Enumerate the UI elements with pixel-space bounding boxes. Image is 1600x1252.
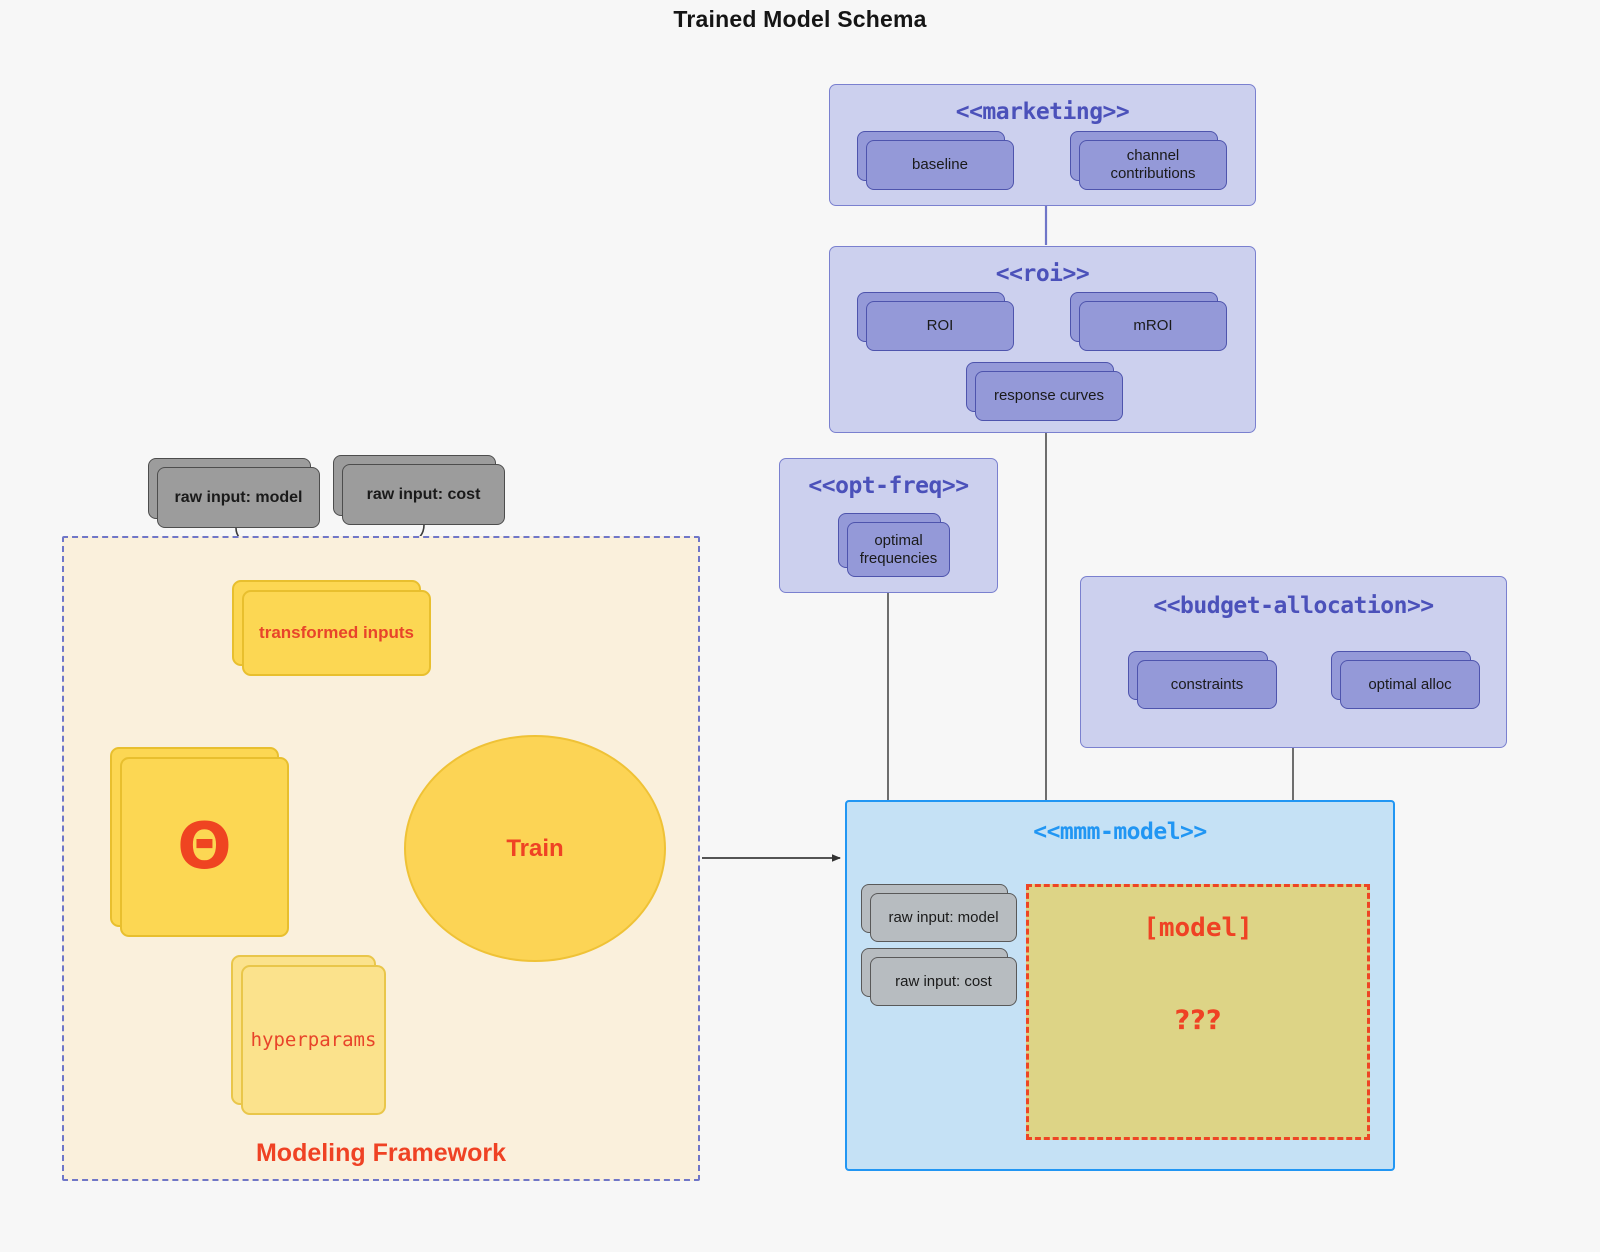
- mmm-raw-input-model[interactable]: raw input: model: [861, 884, 1017, 942]
- artifact-constraints[interactable]: constraints: [1128, 651, 1277, 709]
- artifact-roi[interactable]: ROI: [857, 292, 1014, 351]
- package-marketing-title: <<marketing>>: [955, 99, 1130, 125]
- package-budget-allocation-title: <<budget-allocation>>: [1153, 593, 1434, 619]
- stack-front-layer: [866, 301, 1014, 351]
- train-label: Train: [506, 834, 564, 862]
- model-placeholder-title: [model]: [1143, 913, 1253, 943]
- modeling-framework-label: Modeling Framework: [255, 1139, 507, 1167]
- theta-node[interactable]: Θ: [110, 747, 289, 937]
- artifact-optimal-alloc-label: optimal alloc: [1368, 675, 1452, 693]
- stack-front-layer: [975, 371, 1123, 421]
- stack-front-layer: [1079, 140, 1227, 190]
- artifact-channel-contributions[interactable]: channel contributions: [1070, 131, 1227, 190]
- stack-front-layer: [241, 965, 386, 1115]
- transformed-inputs-label: transformed inputs: [259, 622, 414, 642]
- stack-front-layer: [866, 140, 1014, 190]
- artifact-response-curves-label: response curves: [993, 387, 1105, 404]
- optimal-frequencies-line2: frequencies: [859, 549, 938, 567]
- mmm-raw-input-model-label: raw input: model: [888, 908, 999, 926]
- stack-front-layer: [870, 893, 1017, 942]
- package-roi-title: <<roi>>: [995, 261, 1090, 287]
- raw-input-model-label: raw input: model: [174, 488, 303, 506]
- raw-input-cost-node[interactable]: raw input: cost: [333, 455, 505, 525]
- artifact-roi-label: ROI: [926, 317, 954, 334]
- raw-input-model-node[interactable]: raw input: model: [148, 458, 320, 528]
- stack-front-layer: [1079, 301, 1227, 351]
- raw-input-cost-label: raw input: cost: [366, 485, 481, 503]
- stack-front-layer: [870, 957, 1017, 1006]
- hyperparams-label: hyperparams: [250, 1028, 377, 1051]
- artifact-channel-contributions-label: channel contributions: [1110, 147, 1196, 182]
- theta-glyph: Θ: [177, 810, 232, 884]
- stack-front-layer: [342, 464, 505, 525]
- artifact-mroi[interactable]: mROI: [1070, 292, 1227, 351]
- artifact-response-curves[interactable]: response curves: [966, 362, 1123, 421]
- stack-front-layer: [242, 590, 431, 676]
- artifact-optimal-frequencies-label: optimal frequencies: [847, 522, 950, 577]
- package-opt-freq-title: <<opt-freq>>: [808, 473, 969, 499]
- stack-front-layer: [1137, 660, 1277, 709]
- mmm-raw-input-cost[interactable]: raw input: cost: [861, 948, 1017, 1006]
- train-node[interactable]: Train: [404, 735, 666, 962]
- artifact-baseline-label: baseline: [912, 156, 968, 173]
- stack-front-layer: [847, 522, 950, 577]
- transformed-inputs-node[interactable]: transformed inputs: [232, 580, 431, 676]
- stack-front-layer: [120, 757, 289, 937]
- stack-front-layer: [1340, 660, 1480, 709]
- artifact-constraints-label: constraints: [1170, 675, 1244, 693]
- optimal-frequencies-line1: optimal: [874, 531, 923, 549]
- artifact-mroi-label: mROI: [1133, 317, 1173, 334]
- model-placeholder-question: ???: [1174, 1005, 1222, 1036]
- artifact-baseline[interactable]: baseline: [857, 131, 1014, 190]
- artifact-optimal-frequencies[interactable]: optimal frequencies: [838, 513, 950, 577]
- page-title: Trained Model Schema: [673, 6, 927, 32]
- package-mmm-model-title: <<mmm-model>>: [1033, 819, 1207, 845]
- model-placeholder-box[interactable]: [model] ???: [1026, 884, 1370, 1140]
- theta-label: Θ: [120, 757, 289, 937]
- hyperparams-node[interactable]: hyperparams: [231, 955, 386, 1115]
- artifact-optimal-alloc[interactable]: optimal alloc: [1331, 651, 1480, 709]
- mmm-raw-input-cost-label: raw input: cost: [895, 972, 992, 990]
- stack-front-layer: [157, 467, 320, 528]
